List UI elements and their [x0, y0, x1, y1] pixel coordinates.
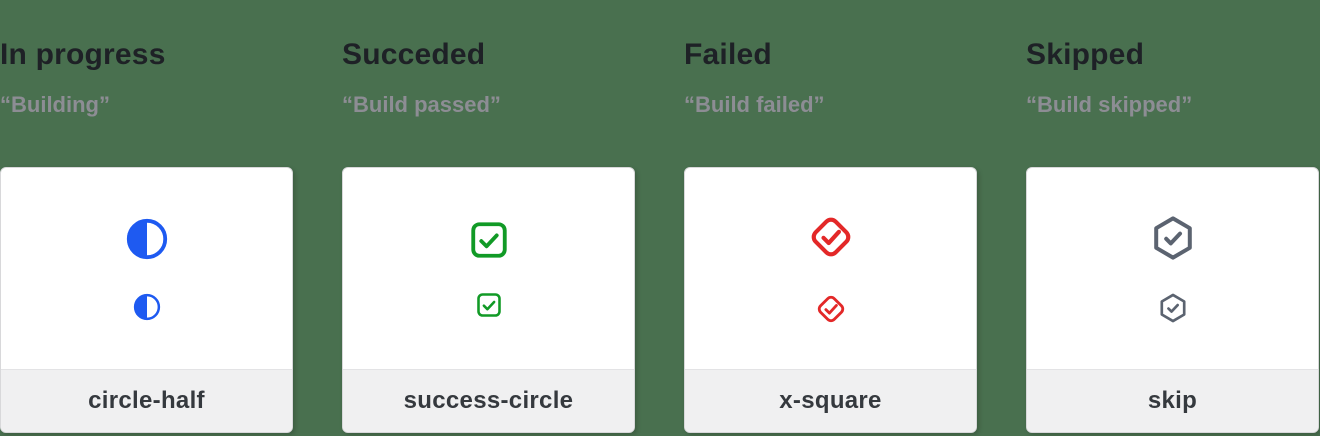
- check-square-icon: [475, 291, 503, 319]
- icon-preview-area: [685, 168, 976, 369]
- icon-card: circle-half: [0, 167, 293, 433]
- status-column-failed: Failed “Build failed” x-square: [684, 0, 977, 436]
- status-column-skipped: Skipped “Build skipped” skip: [1026, 0, 1319, 436]
- check-hexagon-icon: [1157, 292, 1189, 324]
- icon-name-footer: success-circle: [343, 369, 634, 432]
- icon-preview-area: [1, 168, 292, 369]
- icon-card: skip: [1026, 167, 1319, 433]
- status-subtitle: “Build passed”: [342, 92, 501, 117]
- icon-preview-area: [343, 168, 634, 369]
- icon-name-label: circle-half: [88, 387, 205, 414]
- icon-card: x-square: [684, 167, 977, 433]
- status-title: Skipped: [1026, 38, 1145, 71]
- check-hexagon-icon: [1149, 214, 1197, 262]
- status-subtitle: “Build skipped”: [1026, 92, 1193, 117]
- circle-half-icon: [124, 216, 170, 262]
- check-diamond-icon: [806, 212, 856, 262]
- status-title: Failed: [684, 38, 772, 71]
- status-title: Succeded: [342, 38, 486, 71]
- status-title: In progress: [0, 38, 166, 71]
- icon-card: success-circle: [342, 167, 635, 433]
- icon-name-footer: circle-half: [1, 369, 292, 432]
- icon-name-label: skip: [1147, 387, 1198, 414]
- icon-preview-area: [1027, 168, 1318, 369]
- status-column-in-progress: In progress “Building” circle-half: [0, 0, 293, 436]
- status-subtitle: “Build failed”: [684, 92, 825, 117]
- status-subtitle: “Building”: [0, 92, 110, 117]
- icon-name-label: x-square: [779, 387, 882, 414]
- icon-name-label: success-circle: [403, 387, 574, 414]
- status-column-succeeded: Succeded “Build passed” success-circle: [342, 0, 635, 436]
- check-square-icon: [468, 219, 510, 261]
- circle-half-icon: [132, 292, 162, 322]
- icon-name-footer: skip: [1027, 369, 1318, 432]
- icon-name-footer: x-square: [685, 369, 976, 432]
- check-diamond-icon: [814, 292, 848, 326]
